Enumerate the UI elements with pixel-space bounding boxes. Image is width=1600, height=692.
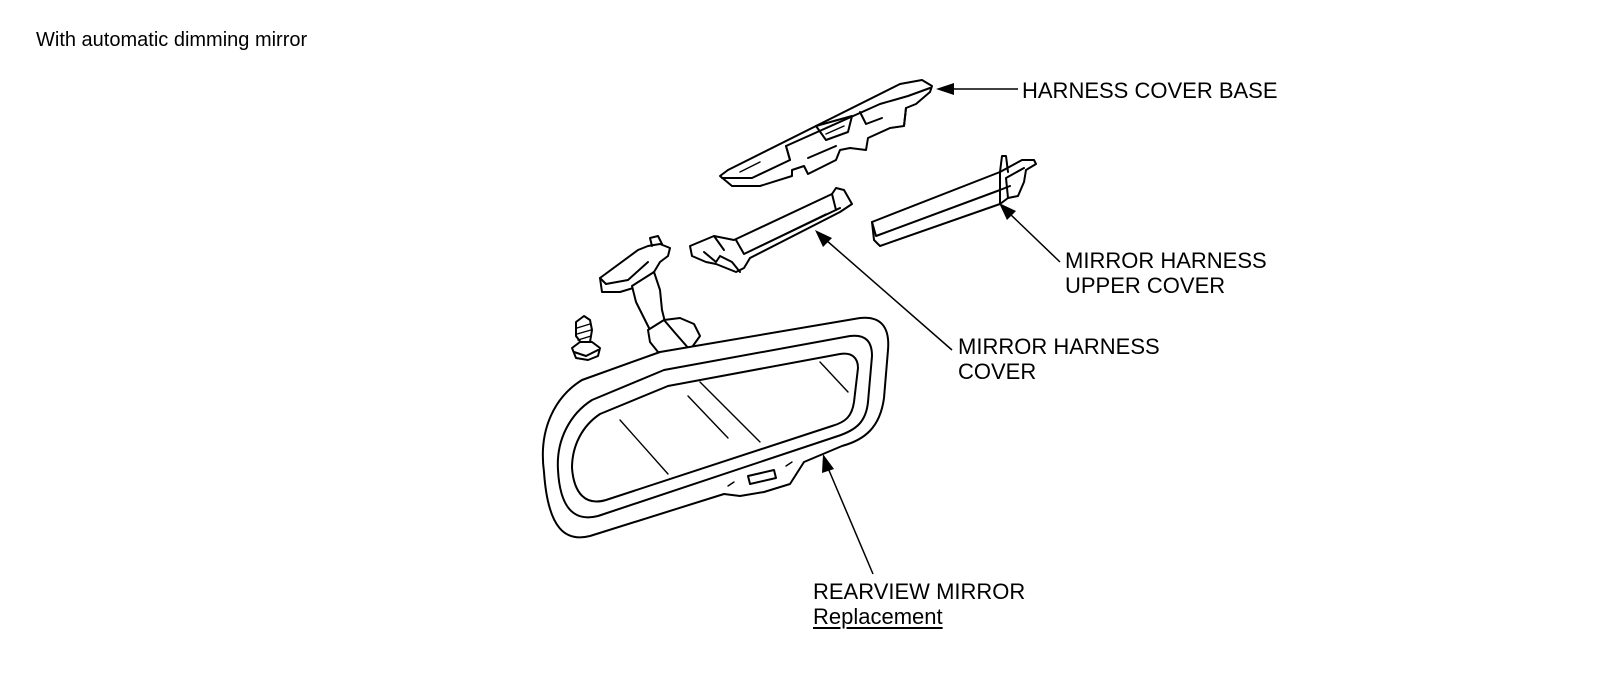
harness-cover-label-line2: COVER: [958, 359, 1037, 384]
upper-cover-label-line1: MIRROR HARNESS: [1065, 248, 1267, 273]
mirror-mount-part: [599, 235, 701, 357]
replacement-link[interactable]: Replacement: [813, 604, 943, 629]
harness-cover-base-part: [719, 79, 933, 187]
harness-cover-label-line1: MIRROR HARNESS: [958, 334, 1160, 359]
harness-cover-base-leader: [936, 83, 1018, 95]
rearview-mirror-part: [541, 316, 890, 539]
mirror-harness-cover-part: [689, 187, 853, 273]
rearview-mirror-leader: [822, 454, 874, 575]
harness-cover-base-label: HARNESS COVER BASE: [1022, 78, 1278, 103]
upper-cover-label-line2: UPPER COVER: [1065, 273, 1226, 298]
upper-cover-leader: [999, 203, 1061, 263]
mirror-harness-upper-cover-part: [871, 155, 1037, 247]
screw-part: [571, 315, 601, 361]
page-title: With automatic dimming mirror: [36, 29, 308, 51]
rearview-mirror-label: REARVIEW MIRROR: [813, 579, 1026, 604]
harness-cover-leader: [815, 230, 953, 351]
